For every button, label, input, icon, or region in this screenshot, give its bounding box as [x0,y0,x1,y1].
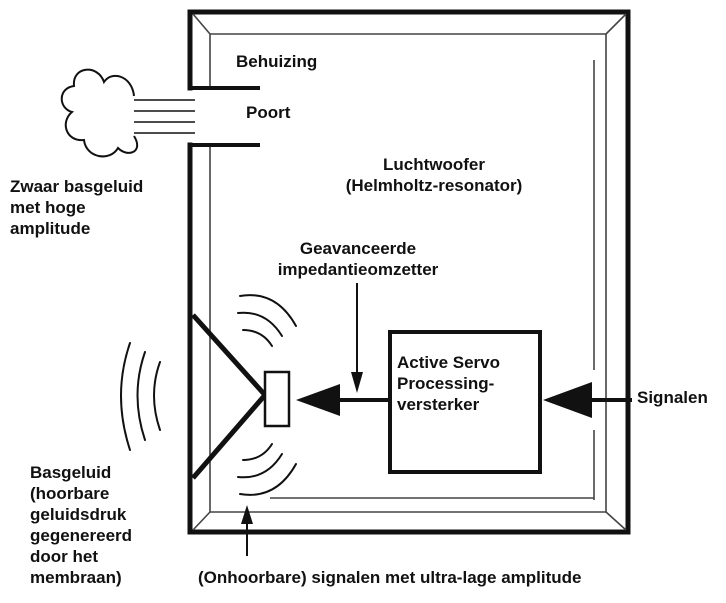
enclosure-inner-bevel [209,33,607,513]
inner-wave-bottom-1 [242,443,273,461]
inner-wave-top-3 [239,294,297,327]
signal-input-arrowhead [543,382,592,418]
label-port: Poort [246,103,291,122]
amp-to-speaker-arrowhead [296,384,340,416]
outer-wave-3 [120,342,131,451]
label-air-woofer: Luchtwoofer (Helmholtz-resonator) [345,155,523,195]
label-inaudible-signals: (Onhoorbare) signalen met ultra-lage amp… [198,568,582,587]
inaudible-pointer-arrowhead [241,505,253,524]
label-bass-sound: Basgeluid (hoorbare geluidsdruk gegenere… [30,463,133,587]
inner-wave-top-1 [242,329,273,347]
label-signals: Signalen [637,388,708,407]
enclosure-outer-wall [187,9,631,535]
inner-wave-top-2 [237,311,283,337]
inner-wave-bottom-2 [237,453,283,479]
label-amplifier: Active Servo Processing- versterker [397,353,500,414]
label-impedance-converter: Geavanceerde impedantieomzetter [277,239,439,279]
impedance-pointer-arrowhead [351,372,363,393]
bass-cloud-icon [60,68,139,158]
bevel-corner-bl [192,511,211,531]
bevel-corner-tr [605,13,627,35]
bevel-corner-br [605,511,627,531]
outer-wave-2 [136,351,146,441]
amplifier-box [388,330,542,474]
outer-wave-1 [153,361,161,431]
speaker-cone-icon [191,313,269,480]
inner-wave-bottom-3 [239,463,297,496]
label-enclosure: Behuizing [236,52,318,71]
label-heavy-bass: Zwaar basgeluid met hoge amplitude [10,177,144,238]
bevel-corner-tl [192,13,211,35]
voice-coil-icon [263,370,291,428]
